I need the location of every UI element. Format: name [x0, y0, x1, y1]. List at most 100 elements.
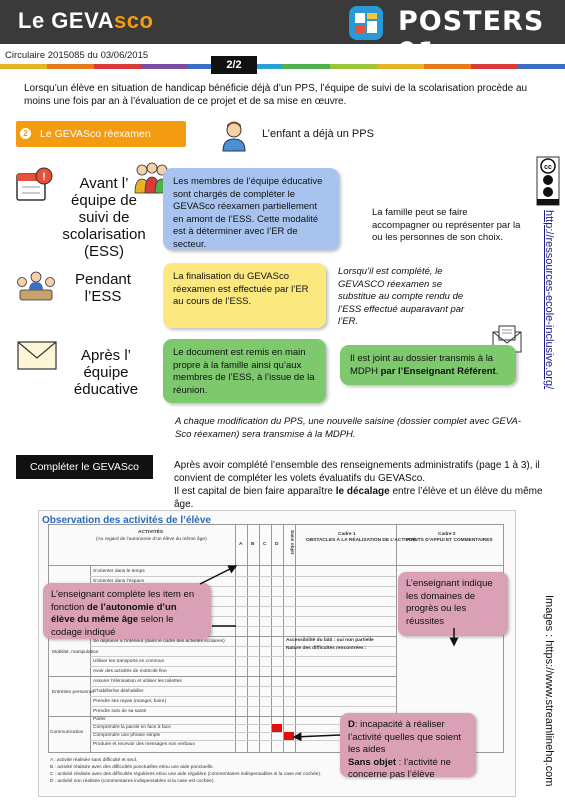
- header-bar: [0, 0, 565, 44]
- images-credit: Images : https://www.streamlinehq.com: [543, 595, 555, 787]
- form-row: Se déplacer à l’intérieur (dans le cadre…: [93, 639, 225, 644]
- form-col-b: B: [251, 542, 255, 547]
- stage-label-line: (ESS): [83, 243, 124, 260]
- source-url-link[interactable]: http://ressources-ecole-inclusive.org/: [543, 210, 555, 390]
- callout-d-sans-objet: D: incapacité à réaliser l’activité quel…: [340, 713, 476, 780]
- mdph-box-suffix: .: [495, 365, 499, 377]
- stage-label-before-ess: Avant l’ équipe de suivi de scolarisatio…: [52, 175, 156, 260]
- form-legend-c: C : activité réalisée avec des difficult…: [50, 772, 322, 777]
- page-title: Le GEVAsco: [18, 8, 154, 33]
- stage-label-line: Avant l’: [79, 175, 129, 192]
- callout-autonomy: L’enseignant complète les item en foncti…: [43, 583, 211, 639]
- section2-bold: le décalage: [335, 486, 390, 497]
- color-strip-segment: [141, 64, 189, 69]
- callout-bold: de l’autonomie d’un élève du même âge: [51, 601, 177, 626]
- form-col-sans-objet: Sans objet: [289, 530, 294, 555]
- form-nature: Nature des difficultés rencontrées :: [286, 646, 367, 651]
- form-row: Utiliser les transports en commun: [93, 659, 165, 664]
- color-strip-segment: [0, 64, 48, 69]
- stage-label-after-team: Après l’ équipe éducative: [66, 347, 146, 398]
- stage-label-line: éducative: [73, 381, 139, 398]
- form-group-label: Mobilité, manipulation: [52, 650, 99, 655]
- form-row: Prendre soin de sa santé: [93, 709, 147, 714]
- form-row: Comprendre une phrase simple: [93, 733, 161, 738]
- color-strip: [0, 64, 565, 69]
- form-col-cadre1-sub: OBSTACLES À LA RÉALISATION DE L’ACTIVITÉ: [306, 538, 417, 543]
- stage-label-line: suivi de: [78, 209, 130, 226]
- form-row: Avoir des activités de motricité fine: [93, 669, 167, 674]
- color-strip-segment: [282, 64, 330, 69]
- form-legend-b: B : activité réalisée avec des difficult…: [50, 765, 214, 770]
- form-group-label: Entretien personnel: [52, 690, 94, 695]
- page-indicator: 2/2: [211, 56, 257, 74]
- family-note: La famille peut se faire accompagner ou …: [372, 207, 521, 243]
- mdph-box-text: Il est joint au dossier transmis à la MD…: [350, 353, 494, 377]
- form-col-d: D: [275, 542, 279, 547]
- form-row: Comprendre la parole en face à face: [93, 725, 171, 730]
- creative-commons-icon: cc: [536, 156, 560, 206]
- stage-label-line: équipe de: [71, 192, 137, 209]
- substitution-note: Lorsqu’il est complété, le GEVASCO réexa…: [338, 266, 465, 327]
- stage-label-line: Pendant: [75, 271, 131, 288]
- callout-text: : incapacité à réaliser l’activité quell…: [348, 719, 462, 755]
- form-col-a: A: [239, 542, 243, 547]
- form-title: Observation des activités de l’élève: [42, 515, 211, 526]
- child-icon: [222, 121, 246, 152]
- callout-progress: L’enseignant indique les domaines de pro…: [398, 572, 508, 636]
- form-grid: ACTIVITÉS (Au regard de l’autonomie d’un…: [38, 510, 514, 795]
- form-group-label: Communication: [50, 730, 84, 735]
- form-col-activities: ACTIVITÉS: [138, 530, 164, 535]
- pps-statement: L’enfant a déjà un PPS: [262, 128, 374, 140]
- section-badge-reexamen: 2 Le GEVASco réexamen: [16, 121, 186, 147]
- color-strip-segment: [376, 64, 424, 69]
- color-strip-segment: [94, 64, 142, 69]
- color-strip-segment: [470, 64, 518, 69]
- form-row: S’orienter dans l’espace: [93, 579, 145, 584]
- circulaire-reference: Circulaire 2015085 du 03/06/2015: [5, 50, 149, 61]
- stage-label-line: scolarisation: [62, 226, 146, 243]
- form-row: Parler: [93, 717, 106, 722]
- stage-label-line: équipe: [83, 364, 129, 381]
- mdph-box-bold: par l’Enseignant Référent: [380, 365, 496, 377]
- form-col-activities-sub: (Au regard de l’autonomie d’un élève du …: [96, 537, 207, 542]
- form-row: S’orienter dans le temps: [93, 569, 145, 574]
- after-team-box: Le document est remis en main propre à l…: [163, 339, 326, 403]
- color-strip-segment: [517, 64, 565, 69]
- form-row: Assurer l’élimination et utiliser les to…: [93, 679, 182, 684]
- brand-name: POSTERS 91: [398, 6, 545, 68]
- form-accessibility: Accessibilité du bâti : oui non partiell…: [286, 638, 374, 643]
- form-col-cadre2-sub: POINTS D’APPUI ET COMMENTAIRES: [406, 538, 493, 543]
- during-ess-box: La finalisation du GEVASco réexamen est …: [163, 263, 326, 328]
- color-strip-segment: [47, 64, 95, 69]
- callout-text: L’enseignant complète les item en foncti…: [51, 589, 195, 613]
- form-row: Produire et recevoir des messages non ve…: [93, 742, 195, 747]
- form-row: S’habiller/se déshabiller: [93, 689, 144, 694]
- section2-text: Il est capital de bien faire apparaître: [174, 486, 336, 497]
- stage-label-line: l’ESS: [84, 288, 122, 305]
- form-legend-d: D : activité non réalisée (commentaires …: [50, 779, 215, 784]
- color-strip-segment: [423, 64, 471, 69]
- stage-label-during-ess: Pendant l’ESS: [68, 271, 138, 305]
- mdph-box: Il est joint au dossier transmis à la MD…: [340, 345, 516, 385]
- section2-text: entre l’élève et un élève du même âge.: [174, 486, 543, 510]
- svg-text:cc: cc: [544, 164, 552, 171]
- before-ess-box: Les membres de l’équipe éducative sont c…: [163, 168, 339, 250]
- section-badge-label: Le GEVASco réexamen: [40, 128, 151, 140]
- envelope-icon: [17, 341, 57, 370]
- svg-text:!: !: [42, 171, 46, 183]
- section-number: 2: [20, 128, 31, 139]
- meeting-icon: [17, 271, 55, 301]
- intro-paragraph: Lorsqu’un élève en situation de handicap…: [24, 83, 528, 107]
- posters-logo-icon: [349, 6, 383, 40]
- callout-bold: D: [348, 719, 355, 730]
- form-row: Prendre ses repas (manger, boire): [93, 699, 167, 704]
- callout-bold: Sans objet: [348, 756, 397, 768]
- form-legend-a: A : activité réalisée sans difficulté et…: [50, 758, 138, 763]
- color-strip-segment: [235, 64, 283, 69]
- calendar-alert-icon: !: [16, 167, 53, 201]
- callout-text: selon le codage indiqué: [51, 614, 174, 638]
- form-col-cadre2: Cadre 2: [438, 532, 456, 537]
- callout-text: : l’activité ne concerne pas l’élève: [348, 756, 451, 781]
- section2-paragraph: Après avoir complété l’ensemble des rens…: [174, 459, 546, 511]
- section-badge-completer: Compléter le GEVASco: [16, 455, 153, 479]
